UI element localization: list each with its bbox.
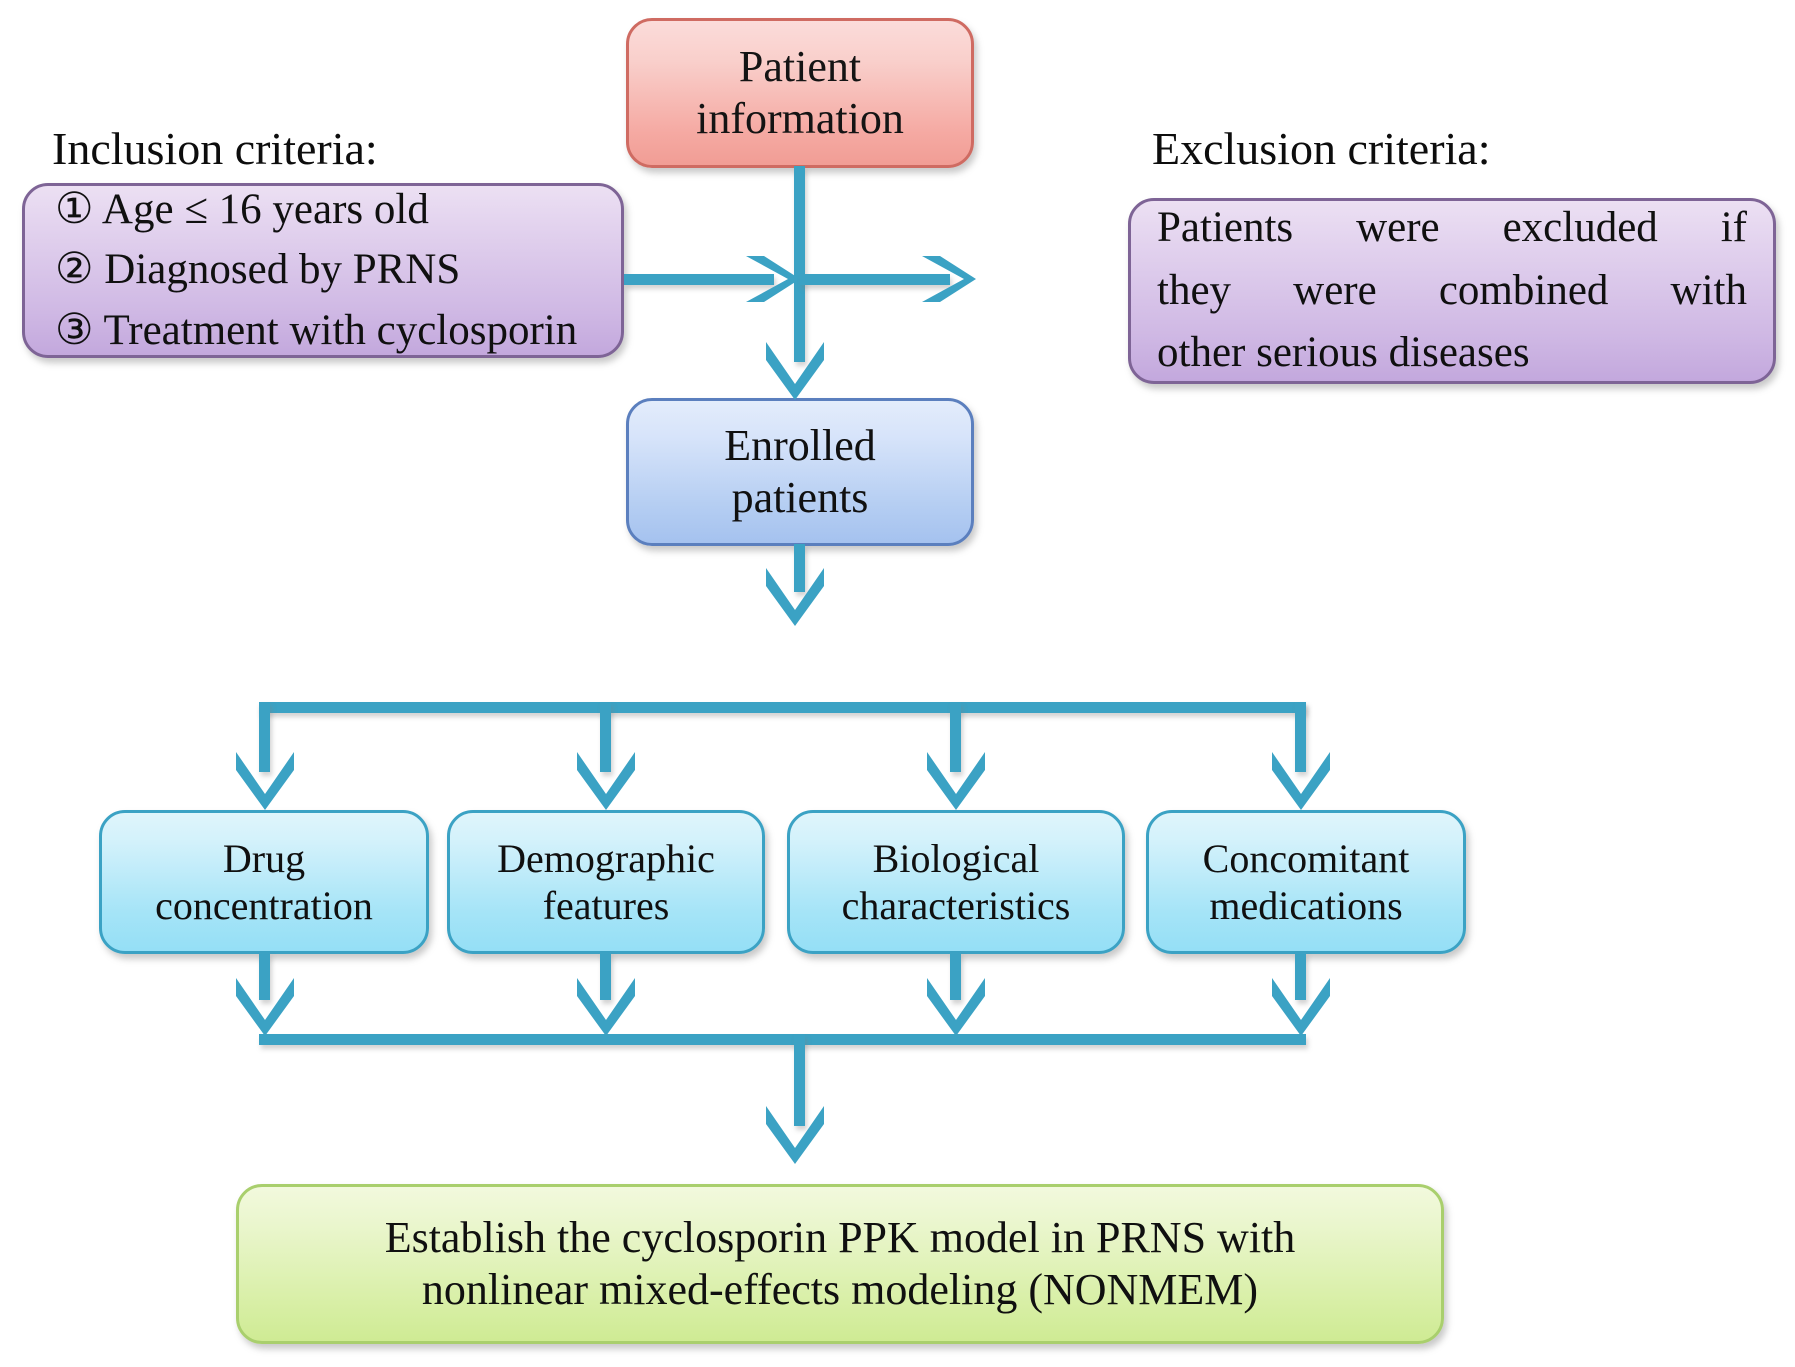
- exclusion-criteria-text: Patients were excluded if they were comb…: [1131, 197, 1773, 384]
- inclusion-criteria-item-3: ③ Treatment with cyclosporin: [55, 306, 578, 354]
- drug-concentration-line-1: Drug: [222, 835, 306, 881]
- connector-riser-concomitant-medications: [1295, 952, 1306, 1000]
- node-biological-characteristics[interactable]: Biological characteristics: [787, 810, 1125, 954]
- node-demographic-features[interactable]: Demographic features: [447, 810, 765, 954]
- connector-split-bus-horizontal: [259, 702, 1306, 713]
- biological-characteristics-line-2: characteristics: [841, 883, 1071, 928]
- final-model-line-2: nonlinear mixed-effects modeling (NONMEM…: [421, 1265, 1259, 1314]
- node-final-model-text: Establish the cyclosporin PPK model in P…: [239, 1212, 1441, 1316]
- arrowhead-down-merge-concomitant-medications: [1272, 978, 1330, 1036]
- inclusion-criteria-item-1: ① Age ≤ 16 years old: [55, 186, 429, 234]
- node-patient-information[interactable]: Patient information: [626, 18, 974, 168]
- arrowhead-down-merge-biological-characteristics: [927, 978, 985, 1036]
- concomitant-medications-line-1: Concomitant: [1202, 835, 1410, 881]
- biological-characteristics-line-1: Biological: [872, 835, 1040, 881]
- arrowhead-down-drug-concentration: [236, 752, 294, 810]
- exclusion-line-1: Patients were excluded if: [1157, 204, 1747, 252]
- node-inclusion-criteria[interactable]: ① Age ≤ 16 years old ② Diagnosed by PRNS…: [22, 183, 624, 358]
- node-enrolled-patients[interactable]: Enrolled patients: [626, 398, 974, 546]
- node-demographic-features-text: Demographic features: [450, 835, 762, 929]
- arrowhead-right-inclusion: [746, 256, 800, 302]
- node-drug-concentration[interactable]: Drug concentration: [99, 810, 429, 954]
- drug-concentration-line-2: concentration: [155, 883, 373, 928]
- connector-riser-demographic-features: [600, 952, 611, 1000]
- arrowhead-down-biological-characteristics: [927, 752, 985, 810]
- inclusion-criteria-list: ① Age ≤ 16 years old ② Diagnosed by PRNS…: [25, 180, 621, 361]
- arrowhead-down-concomitant-medications: [1272, 752, 1330, 810]
- node-concomitant-medications[interactable]: Concomitant medications: [1146, 810, 1466, 954]
- exclusion-line-2: they were combined with: [1157, 266, 1747, 314]
- connector-drop-concomitant-medications: [1295, 702, 1306, 772]
- patient-information-line-1: Patient: [738, 42, 862, 92]
- connector-drop-biological-characteristics: [950, 702, 961, 772]
- arrowhead-right-exclusion: [922, 256, 976, 302]
- inclusion-criteria-item-2: ② Diagnosed by PRNS: [55, 246, 461, 294]
- exclusion-line-3: other serious diseases: [1157, 329, 1530, 377]
- arrowhead-down-to-split-bus: [766, 568, 824, 626]
- node-drug-concentration-text: Drug concentration: [102, 835, 426, 929]
- node-enrolled-patients-text: Enrolled patients: [629, 420, 971, 524]
- connector-merge-to-final-vertical: [794, 1034, 805, 1126]
- enrolled-patients-line-2: patients: [731, 473, 869, 522]
- node-patient-information-text: Patient information: [629, 41, 971, 145]
- connector-merge-bus-horizontal: [259, 1034, 1306, 1045]
- patient-information-line-2: information: [696, 94, 904, 143]
- connector-drop-drug-concentration: [259, 702, 270, 772]
- demographic-features-line-2: features: [542, 883, 670, 928]
- concomitant-medications-line-2: medications: [1209, 883, 1403, 928]
- connector-riser-biological-characteristics: [950, 952, 961, 1000]
- arrowhead-down-to-final-model: [766, 1106, 824, 1164]
- inclusion-criteria-label: Inclusion criteria:: [52, 123, 378, 174]
- node-final-model[interactable]: Establish the cyclosporin PPK model in P…: [236, 1184, 1444, 1344]
- node-concomitant-medications-text: Concomitant medications: [1149, 835, 1463, 929]
- arrowhead-down-demographic-features: [577, 752, 635, 810]
- node-exclusion-criteria[interactable]: Patients were excluded if they were comb…: [1128, 198, 1776, 384]
- connector-inclusion-to-trunk-line: [624, 274, 774, 285]
- node-biological-characteristics-text: Biological characteristics: [790, 835, 1122, 929]
- connector-patient-to-enrolled-vertical: [794, 166, 805, 362]
- connector-trunk-to-exclusion-line: [800, 274, 950, 285]
- final-model-line-1: Establish the cyclosporin PPK model in P…: [384, 1213, 1296, 1263]
- connector-riser-drug-concentration: [259, 952, 270, 1000]
- connector-enrolled-to-split-vertical: [794, 544, 805, 592]
- arrowhead-down-merge-demographic-features: [577, 978, 635, 1036]
- exclusion-criteria-label: Exclusion criteria:: [1152, 123, 1491, 174]
- demographic-features-line-1: Demographic: [497, 835, 715, 881]
- enrolled-patients-line-1: Enrolled: [724, 421, 876, 471]
- connector-drop-demographic-features: [600, 702, 611, 772]
- arrowhead-down-merge-drug-concentration: [236, 978, 294, 1036]
- arrowhead-down-to-enrolled: [766, 342, 824, 400]
